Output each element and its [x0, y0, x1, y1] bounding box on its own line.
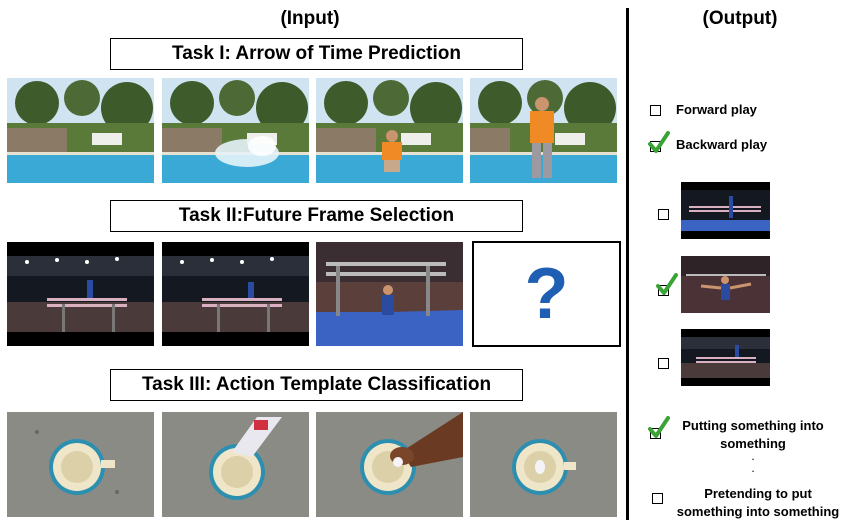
backward-play-label: Backward play [676, 137, 768, 152]
task-3-frame-4 [470, 412, 617, 517]
task-3-frame-2 [162, 412, 309, 517]
ellipsis-dots: . . [751, 449, 755, 475]
future-frame-option-3-checkbox[interactable] [658, 358, 669, 369]
future-frame-option-3-thumbnail[interactable] [681, 329, 770, 386]
putting-something-into-something-label-line-2: something [720, 436, 786, 451]
forward-play-checkbox[interactable] [650, 105, 661, 116]
task-1-frame-3 [316, 78, 463, 183]
column-divider [626, 8, 629, 520]
future-frame-option-1-checkbox[interactable] [658, 209, 669, 220]
task-2-title: Task II:Future Frame Selection [110, 200, 523, 232]
task-3-frame-3 [316, 412, 463, 517]
checkmark-icon [648, 131, 670, 153]
pretending-to-put-checkbox[interactable] [652, 493, 663, 504]
putting-something-into-something-label-line-1: Putting something into [682, 418, 824, 433]
future-frame-placeholder: ? [472, 241, 621, 347]
input-header: (Input) [280, 8, 340, 29]
task-1-frame-4 [470, 78, 617, 183]
task-3-frame-1 [7, 412, 154, 517]
task-2-frame-3 [316, 242, 463, 346]
future-frame-option-2-thumbnail[interactable] [681, 256, 770, 313]
task-1-title: Task I: Arrow of Time Prediction [110, 38, 523, 70]
task-2-frame-1 [7, 242, 154, 346]
forward-play-label: Forward play [676, 102, 757, 117]
task-1-frame-2 [162, 78, 309, 183]
checkmark-icon [648, 416, 670, 438]
pretending-to-put-label-line-1: Pretending to put [704, 486, 812, 501]
task-3-title: Task III: Action Template Classification [110, 369, 523, 401]
checkmark-icon [656, 273, 678, 295]
future-frame-option-1-thumbnail[interactable] [681, 182, 770, 239]
pretending-to-put-label-line-2: something into something [676, 504, 840, 519]
output-header: (Output) [702, 8, 778, 29]
task-1-frame-1 [7, 78, 154, 183]
question-mark-icon: ? [524, 254, 569, 334]
task-2-frame-2 [162, 242, 309, 346]
